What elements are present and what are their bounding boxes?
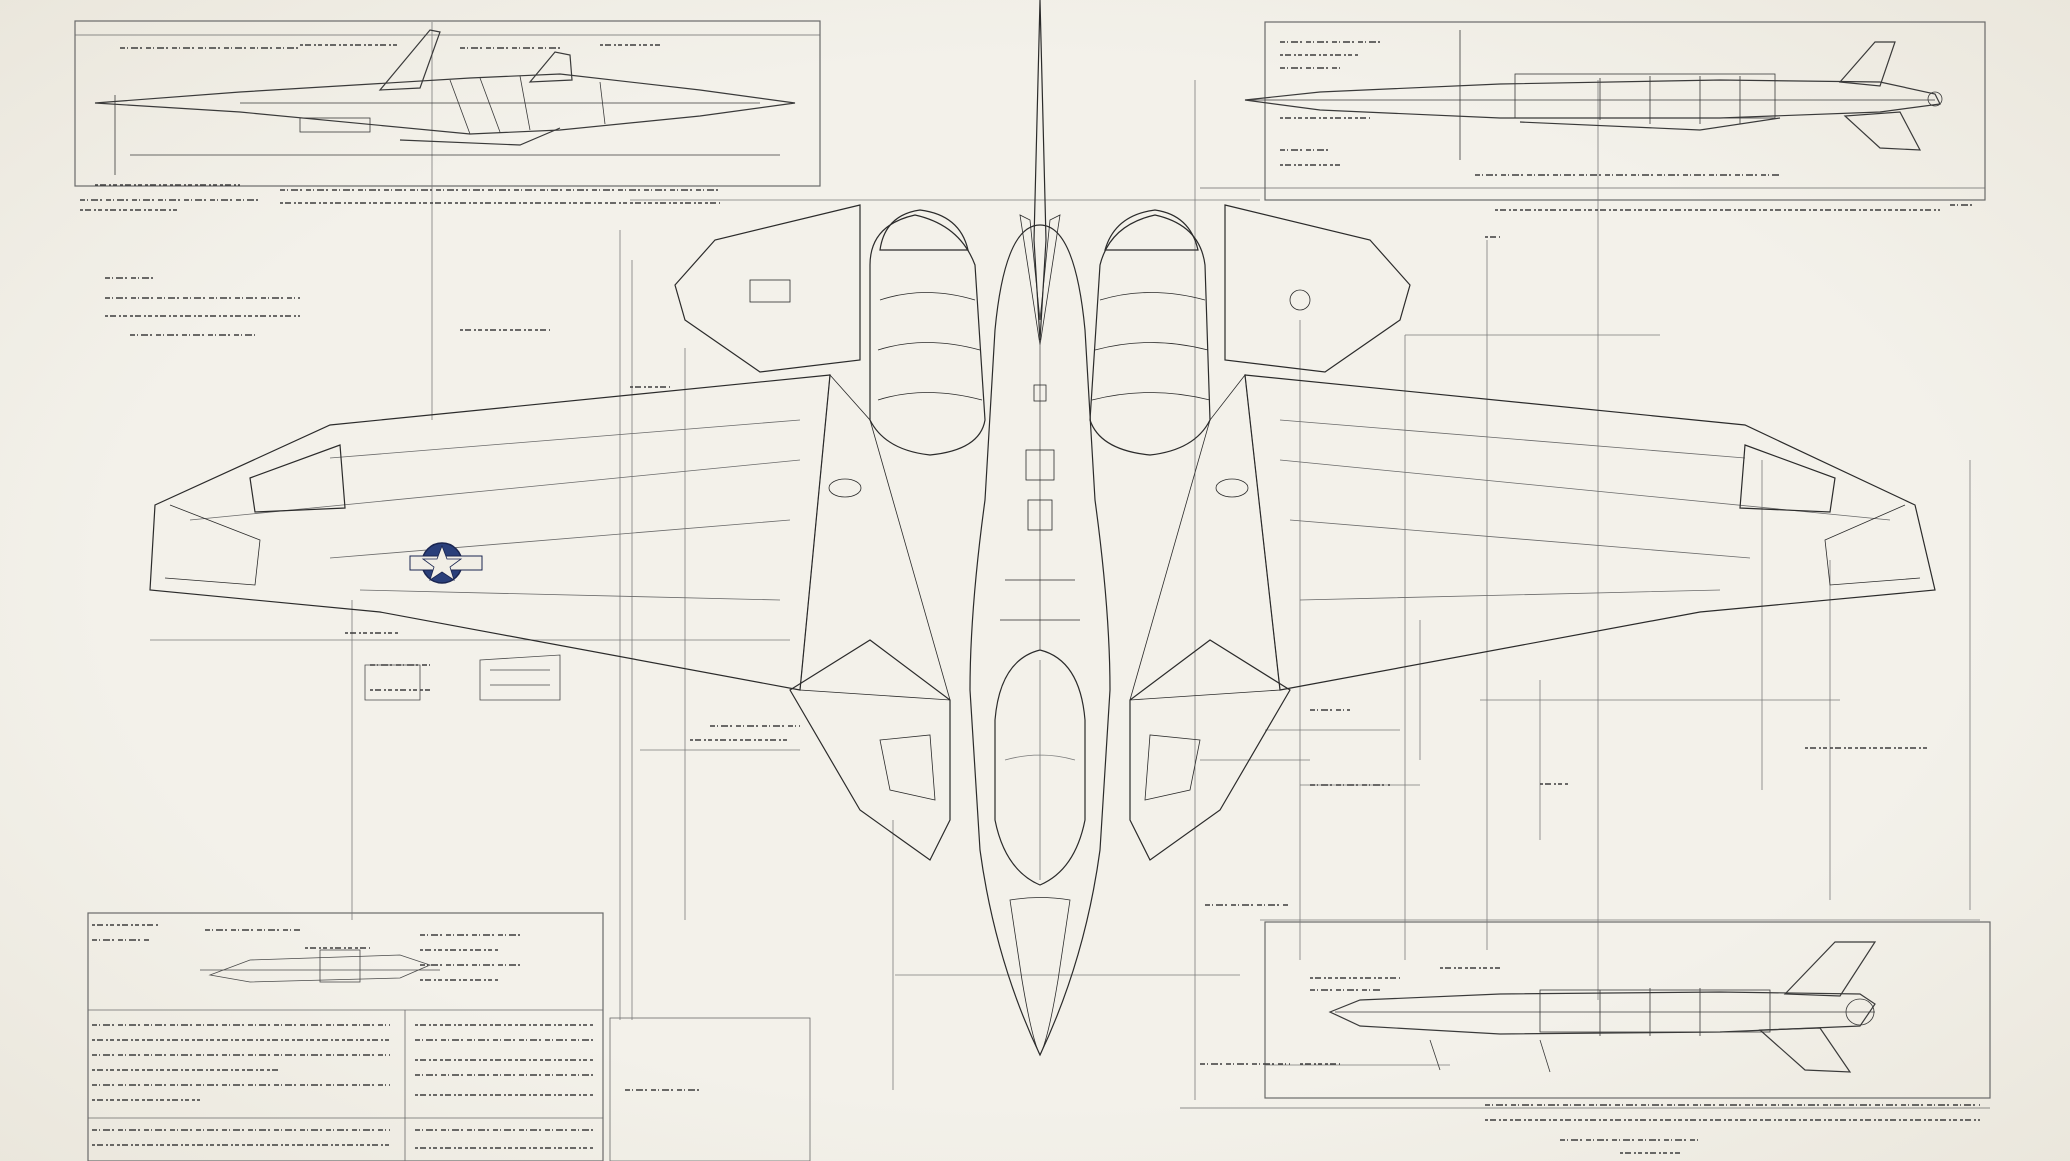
right-tailplane	[1224, 204, 1411, 373]
frame-bottom-left	[87, 912, 811, 1161]
left-wingtip-fin	[249, 444, 346, 513]
left-glove	[799, 374, 951, 701]
side-view-top-right	[1244, 30, 1943, 160]
right-glove	[1129, 373, 1281, 701]
left-engine	[869, 214, 986, 456]
side-view-bottom-right	[1328, 941, 1877, 1073]
jet-top-view-icon	[149, 0, 1936, 1057]
left-intake	[789, 639, 951, 861]
frame-top-right	[1200, 21, 1986, 201]
side-view-top-left	[94, 29, 796, 175]
right-engine	[1089, 214, 1211, 456]
canopy	[994, 649, 1086, 886]
frame-top-left	[74, 20, 821, 187]
frame-bottom-right	[1180, 921, 1991, 1109]
bottom-left-schematic	[200, 654, 561, 983]
star-roundel-icon	[409, 542, 483, 584]
right-nozzle	[1104, 209, 1199, 251]
right-wingtip-fin	[1739, 444, 1836, 513]
text-scribbles	[80, 41, 1980, 1154]
left-tailplane	[674, 204, 861, 373]
left-nozzle	[879, 209, 969, 251]
right-intake	[1129, 639, 1291, 861]
nose-cone	[1009, 897, 1071, 1056]
